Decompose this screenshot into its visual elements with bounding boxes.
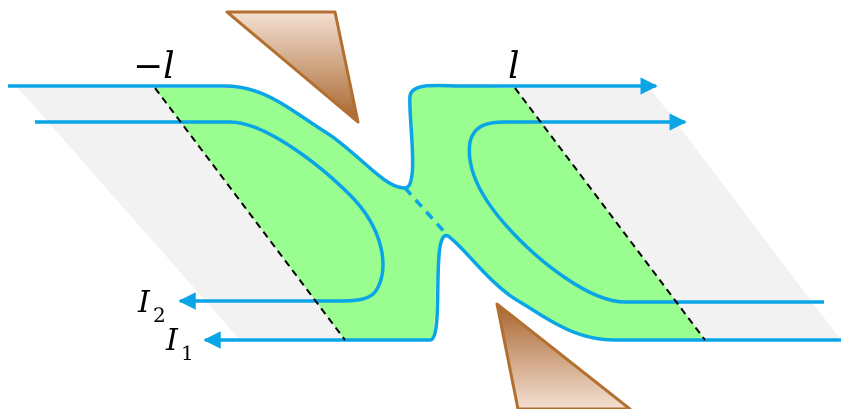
sample-strip-right	[515, 88, 841, 340]
tunneling-path	[403, 186, 450, 238]
left-boundary-line	[154, 87, 346, 341]
bottom-gate-electrode	[495, 302, 632, 409]
current-label-i1: I 1	[165, 323, 194, 365]
right-boundary-line	[514, 87, 706, 341]
inner-edge-channel-top	[35, 120, 385, 310]
right-boundary-label: l	[508, 46, 520, 87]
svg-text:I: I	[165, 323, 179, 358]
current-label-i2: I 2	[137, 285, 166, 327]
sample-strip-left	[18, 88, 345, 340]
svg-text:2: 2	[153, 303, 166, 327]
outer-edge-channel-bottom	[203, 234, 841, 349]
inner-edge-channel-right	[467, 113, 824, 304]
svg-text:1: 1	[181, 341, 194, 365]
top-gate-electrode	[225, 10, 360, 124]
outer-edge-channel-left	[8, 77, 658, 190]
left-boundary-label: −l	[133, 46, 175, 87]
svg-text:I: I	[137, 285, 151, 320]
